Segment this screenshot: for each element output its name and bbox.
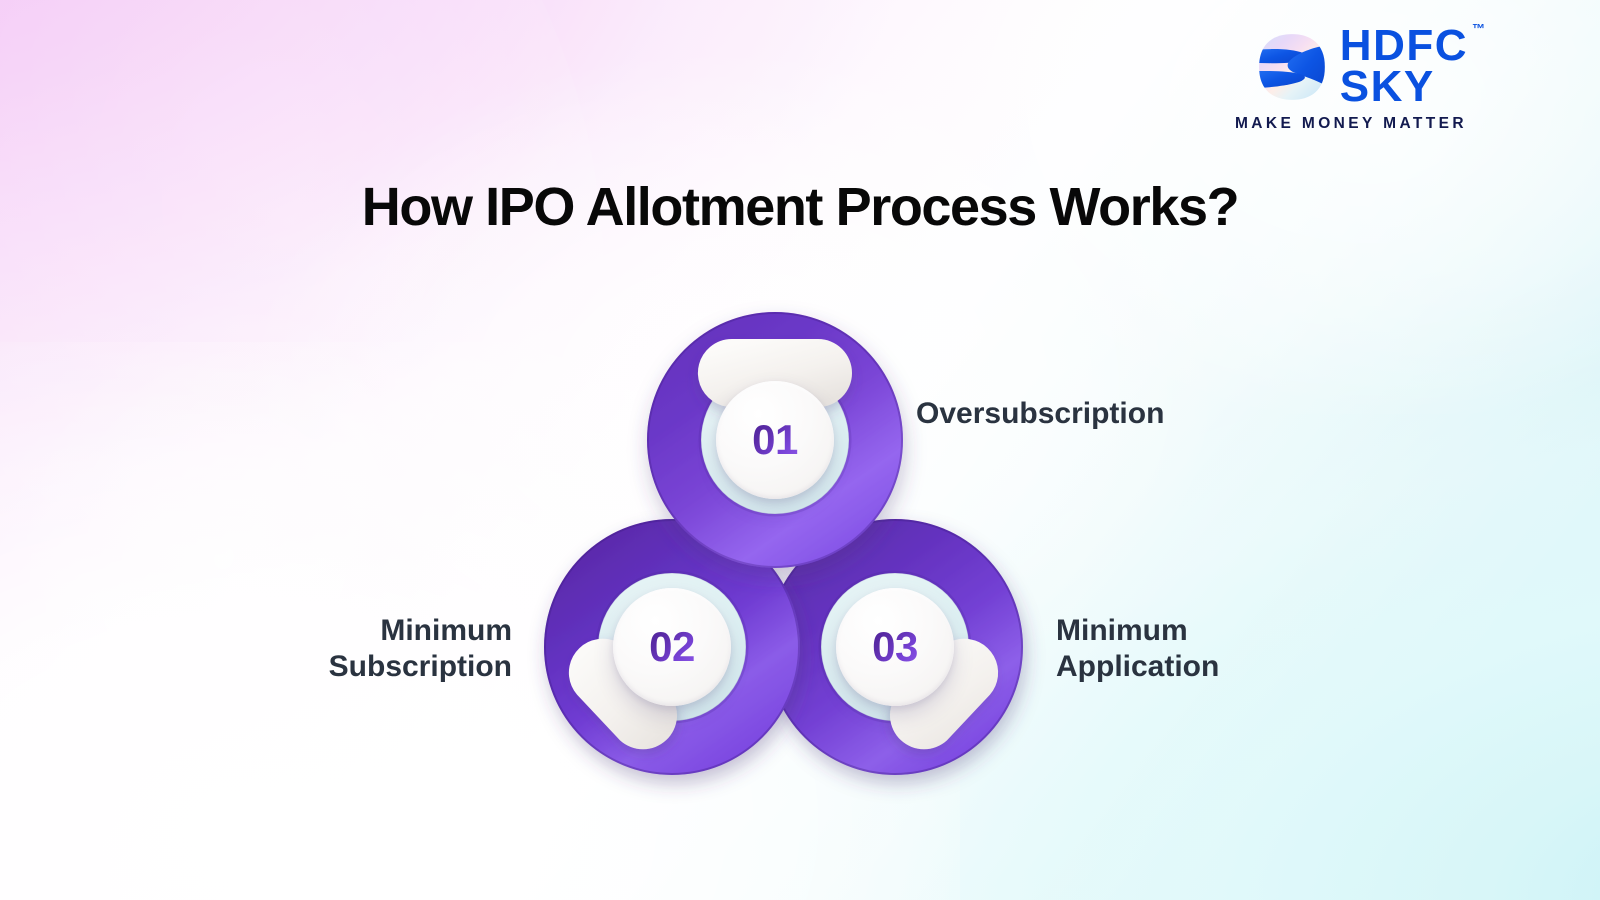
logo-row: HDFC SKY ™ xyxy=(1257,21,1485,111)
process-step-01[interactable]: 01 xyxy=(640,305,910,575)
brand-tagline: MAKE MONEY MATTER xyxy=(1234,114,1467,132)
logo-wordmark: HDFC SKY ™ xyxy=(1339,21,1485,111)
step-03-label-line1: Minimum xyxy=(1056,614,1188,647)
process-step-03[interactable]: 03 xyxy=(760,512,1030,782)
hdfc-sky-squircle-swoosh-icon xyxy=(1258,34,1325,100)
step-02-label: Minimum Subscription xyxy=(200,613,512,685)
step-01-number-badge: 01 xyxy=(716,381,834,499)
step-03-label: Minimum Application xyxy=(1056,613,1386,685)
step-02-number-badge: 02 xyxy=(613,588,731,706)
step-01-label: Oversubscription xyxy=(916,396,1164,432)
step-02-label-line2: Subscription xyxy=(328,650,512,683)
step-02-number: 02 xyxy=(649,623,695,670)
trademark-icon: ™ xyxy=(1472,21,1485,36)
logo-text-sky: SKY xyxy=(1339,61,1435,111)
process-step-02[interactable]: 02 xyxy=(537,512,807,782)
step-03-label-line2: Application xyxy=(1056,650,1220,683)
step-03-number-badge: 03 xyxy=(836,588,954,706)
step-02-label-line1: Minimum xyxy=(380,614,512,647)
step-01-label-line1: Oversubscription xyxy=(916,397,1165,430)
page-title: How IPO Allotment Process Works? xyxy=(361,177,1240,237)
step-03-number: 03 xyxy=(872,623,918,670)
brand-logo: HDFC SKY ™ MAKE MONEY MATTER xyxy=(1234,21,1485,133)
step-01-number: 01 xyxy=(752,416,798,463)
logo-text-hdfc: HDFC xyxy=(1339,21,1468,70)
